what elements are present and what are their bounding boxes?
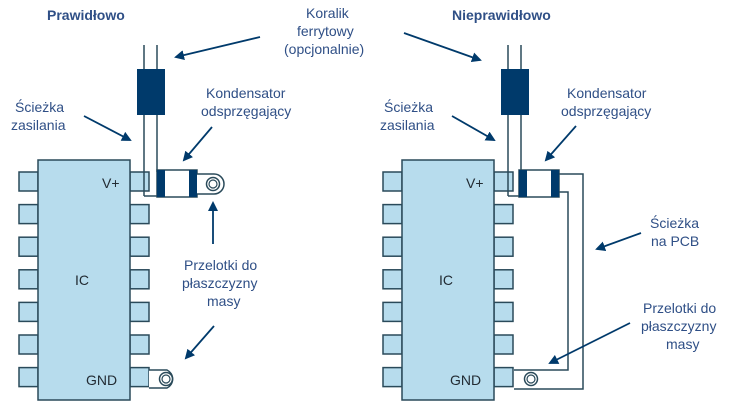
decoupling-capacitor [156, 169, 198, 198]
ic-pin-right [129, 203, 150, 225]
ic-label: IC [439, 272, 453, 288]
svg-text:Ścieżka: Ścieżka [15, 98, 64, 115]
svg-text:(opcjonalnie): (opcjonalnie) [284, 41, 364, 57]
power-trace-label: Ścieżka zasilania [11, 98, 66, 133]
svg-text:zasilania: zasilania [380, 117, 435, 133]
ic-pin-right [129, 236, 150, 257]
ferrite-bead [137, 69, 165, 115]
ic-pin-right [129, 269, 150, 290]
incorrect-layout: Nieprawidłowo V+ IC GND Ścieżka zasilani… [380, 7, 716, 401]
ic-pin-left [382, 236, 403, 257]
vplus-pin-label: V+ [466, 175, 484, 191]
ic-pin-left [18, 334, 39, 355]
svg-text:płaszczyzny: płaszczyzny [182, 275, 257, 291]
incorrect-title: Nieprawidłowo [452, 7, 551, 23]
vias-label: Przelotki do płaszczyzny masy [182, 257, 257, 309]
pcb-trace [514, 173, 584, 390]
ic-pin-right [129, 171, 150, 192]
vplus-pin-label: V+ [102, 175, 120, 191]
svg-text:Ścieżka: Ścieżka [650, 214, 699, 231]
ic-pin-left [382, 171, 403, 192]
arrow [174, 36, 261, 61]
arrow [595, 232, 642, 251]
ic-pin-left [382, 366, 403, 388]
svg-text:na PCB: na PCB [651, 233, 699, 249]
ic-pin-left [18, 366, 39, 388]
ic-pin-left [18, 301, 39, 323]
vias-label: Przelotki do płaszczyzny masy [641, 300, 716, 352]
arrow [182, 126, 213, 162]
pcb-trace-label: Ścieżka na PCB [650, 214, 699, 249]
svg-text:Ścieżka: Ścieżka [384, 98, 433, 115]
svg-text:odsprzęgający: odsprzęgający [561, 103, 651, 119]
ic-pin-right [493, 171, 514, 192]
decoupling-capacitor [518, 169, 560, 198]
svg-text:Kondensator: Kondensator [567, 85, 647, 101]
svg-text:ferrytowy: ferrytowy [297, 23, 354, 39]
ic-pin-right [493, 236, 514, 257]
ic-pin-right [129, 301, 150, 323]
arrow [83, 115, 132, 141]
ic-pin-left [382, 301, 403, 323]
ic-pin-left [18, 203, 39, 225]
ic-pin-right [493, 334, 514, 355]
ic-pin-left [18, 269, 39, 290]
ic-pin-right [493, 301, 514, 323]
ic-pin-right [129, 334, 150, 355]
svg-text:odsprzęgający: odsprzęgający [201, 103, 291, 119]
ic-pin-left [382, 203, 403, 225]
svg-text:zasilania: zasilania [11, 117, 66, 133]
ic-label: IC [75, 272, 89, 288]
svg-text:Przelotki do: Przelotki do [643, 300, 716, 316]
svg-text:płaszczyzny: płaszczyzny [641, 318, 716, 334]
pcb-trace [514, 191, 569, 371]
correct-title: Prawidłowo [47, 7, 125, 23]
gnd-pin-label: GND [86, 372, 117, 388]
ic-pin-left [18, 171, 39, 192]
ic-pin-right [493, 203, 514, 225]
ic-body [401, 159, 495, 401]
ic-pin-left [382, 269, 403, 290]
correct-layout: Prawidłowo V+ IC GND Ścieżka zasi [11, 7, 291, 401]
ic-pin-right [129, 366, 150, 388]
svg-text:masy: masy [207, 293, 240, 309]
ferrite-bead [501, 69, 529, 115]
ic-body [37, 159, 131, 401]
arrow [451, 115, 496, 141]
svg-text:Kondensator: Kondensator [206, 85, 286, 101]
arrow [403, 32, 482, 63]
ic-pin-left [382, 334, 403, 355]
decoupling-capacitor-label: Kondensator odsprzęgający [561, 85, 651, 119]
svg-text:masy: masy [666, 336, 699, 352]
arrow [548, 322, 631, 364]
svg-text:Koralik: Koralik [306, 5, 350, 21]
ferrite-bead-label: Koralik ferrytowy (opcjonalnie) [284, 5, 364, 57]
arrow [184, 325, 215, 360]
ic-pin-right [493, 366, 514, 388]
decoupling-capacitor-label: Kondensator odsprzęgający [201, 85, 291, 119]
gnd-pin-label: GND [450, 372, 481, 388]
ic-pin-right [493, 269, 514, 290]
power-trace-label: Ścieżka zasilania [380, 98, 435, 133]
svg-text:Przelotki do: Przelotki do [184, 257, 257, 273]
arrow [544, 125, 577, 162]
ic-pin-left [18, 236, 39, 257]
